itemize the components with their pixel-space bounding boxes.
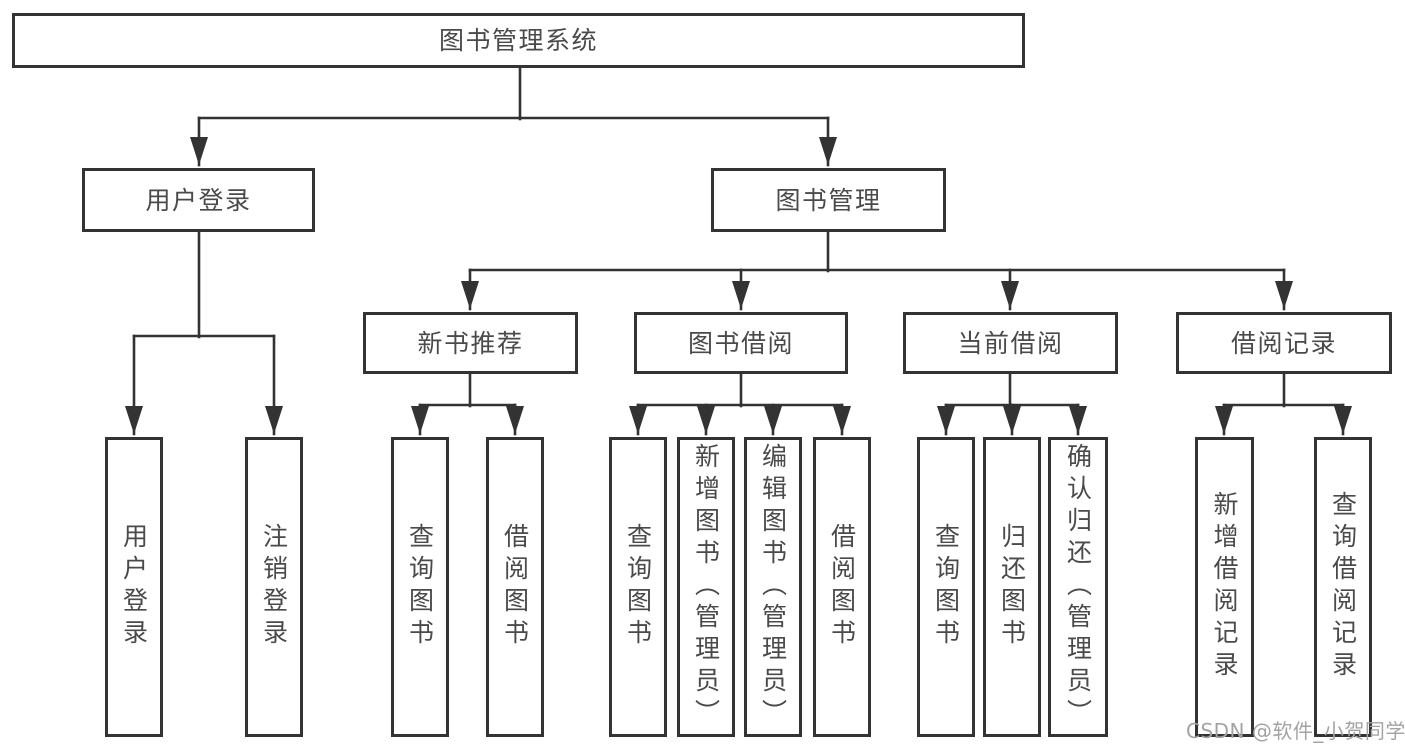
node-library-system: 图书管理系统: [12, 13, 1025, 68]
leaf-borrow-query-books: 查询图书: [609, 437, 667, 737]
leaf-record-query-borrow-record: 查询借阅记录: [1314, 437, 1372, 737]
node-label: 确认归还（管理员）: [1063, 443, 1093, 731]
leaf-borrow-borrow-books: 借阅图书: [813, 437, 871, 737]
node-label: 图书管理: [775, 185, 882, 215]
leaf-user-login: 用户登录: [105, 437, 163, 737]
node-label: 查询图书: [623, 523, 653, 651]
leaf-logout: 注销登录: [245, 437, 303, 737]
node-label: 用户登录: [119, 523, 149, 651]
node-label: 借阅记录: [1230, 328, 1337, 358]
node-label: 编辑图书（管理员）: [758, 443, 788, 731]
node-label: 借阅图书: [827, 523, 857, 651]
node-label: 查询图书: [405, 523, 435, 651]
node-new-book-recommend: 新书推荐: [363, 312, 578, 374]
node-user-login: 用户登录: [82, 168, 315, 232]
leaf-record-add-borrow-record: 新增借阅记录: [1195, 437, 1254, 737]
node-label: 图书借阅: [687, 328, 794, 358]
leaf-current-return-books: 归还图书: [983, 437, 1041, 737]
node-label: 查询借阅记录: [1328, 491, 1358, 683]
node-book-management: 图书管理: [711, 168, 946, 232]
node-label: 查询图书: [931, 523, 961, 651]
node-label: 归还图书: [997, 523, 1027, 651]
node-book-borrow: 图书借阅: [634, 312, 848, 374]
leaf-current-confirm-return-admin: 确认归还（管理员）: [1048, 437, 1108, 737]
node-label: 注销登录: [259, 523, 289, 651]
node-label: 新书推荐: [417, 328, 524, 358]
node-label: 新增借阅记录: [1210, 491, 1239, 683]
node-label: 新增图书（管理员）: [691, 443, 721, 731]
node-label: 图书管理系统: [438, 26, 598, 55]
node-label: 用户登录: [145, 185, 252, 215]
watermark: CSDN @软件_小贺同学: [1186, 719, 1405, 743]
leaf-current-query-books: 查询图书: [917, 437, 975, 737]
node-current-borrow: 当前借阅: [903, 312, 1118, 374]
leaf-borrow-edit-books-admin: 编辑图书（管理员）: [744, 437, 802, 737]
node-borrow-record: 借阅记录: [1176, 312, 1392, 374]
node-label: 当前借阅: [957, 328, 1064, 358]
leaf-recommend-query-books: 查询图书: [391, 437, 449, 737]
leaf-borrow-add-books-admin: 新增图书（管理员）: [677, 437, 735, 737]
leaf-recommend-borrow-books: 借阅图书: [486, 437, 544, 737]
node-label: 借阅图书: [500, 523, 530, 651]
